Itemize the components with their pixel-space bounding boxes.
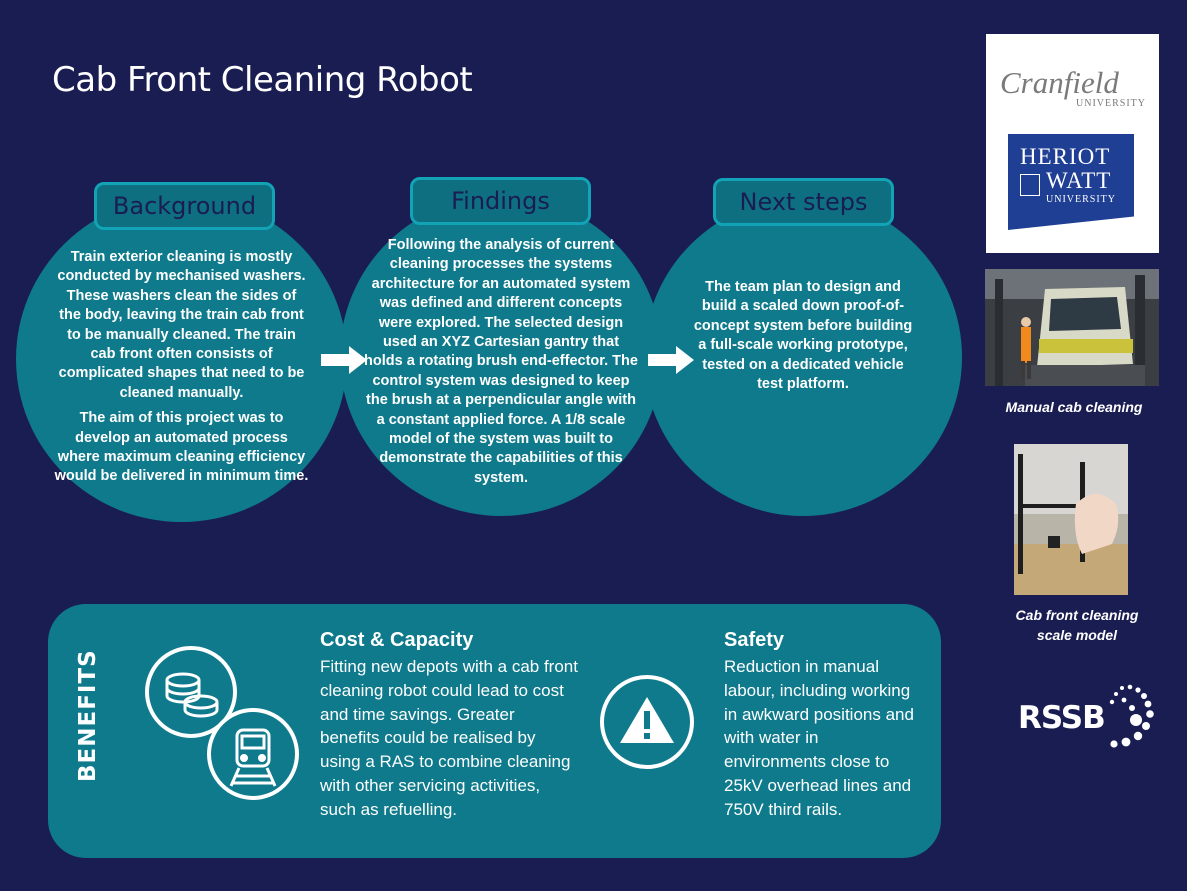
next-steps-paragraph-1: The team plan to design and build a scal… — [693, 279, 913, 393]
safety-title: Safety — [724, 629, 785, 651]
benefits-panel — [48, 604, 941, 858]
arrow-right-icon — [648, 346, 694, 374]
next-steps-text: The team plan to design and build a scal… — [692, 278, 914, 400]
findings-heading: Findings — [410, 177, 591, 225]
scale-model-photo — [1014, 444, 1128, 595]
crest-icon — [1020, 174, 1040, 196]
train-icon — [207, 708, 299, 800]
manual-cab-cleaning-caption: Manual cab cleaning — [1005, 399, 1143, 415]
page-title: Cab Front Cleaning Robot — [52, 60, 473, 100]
next-steps-circle: The team plan to design and build a scal… — [644, 198, 962, 516]
findings-circle: Following the analysis of current cleani… — [340, 196, 662, 516]
findings-text: Following the analysis of current cleani… — [362, 236, 640, 494]
findings-paragraph-1: Following the analysis of current cleani… — [364, 237, 638, 486]
warning-icon — [600, 675, 694, 769]
background-heading: Background — [94, 182, 275, 230]
cost-capacity-text: Fitting new depots with a cab front clea… — [320, 657, 578, 819]
background-circle: Train exterior cleaning is mostly conduc… — [16, 196, 347, 522]
arrow-right-icon — [321, 346, 367, 374]
coins-icon — [145, 646, 237, 738]
rssb-logo: RSSB — [1016, 684, 1156, 756]
rssb-dots-icon — [1109, 684, 1154, 748]
background-paragraph-1: Train exterior cleaning is mostly conduc… — [57, 249, 306, 401]
safety-text: Reduction in manual labour, including wo… — [724, 657, 914, 819]
cost-capacity-title: Cost & Capacity — [320, 629, 474, 651]
background-text: Train exterior cleaning is mostly conduc… — [54, 248, 309, 493]
cranfield-logo: Cranfield UNIVERSITY — [1000, 65, 1146, 109]
scale-model-caption: Cab front cleaning scale model — [1015, 607, 1139, 643]
background-paragraph-2: The aim of this project was to develop a… — [54, 410, 309, 485]
manual-cab-cleaning-photo — [985, 269, 1159, 386]
benefits-label: BENEFITS — [75, 649, 101, 782]
heriot-watt-logo: HERIOT WATT UNIVERSITY — [1008, 134, 1134, 230]
next-steps-heading: Next steps — [713, 178, 894, 226]
university-logos: Cranfield UNIVERSITY HERIOT WATT UNIVERS… — [986, 34, 1159, 253]
